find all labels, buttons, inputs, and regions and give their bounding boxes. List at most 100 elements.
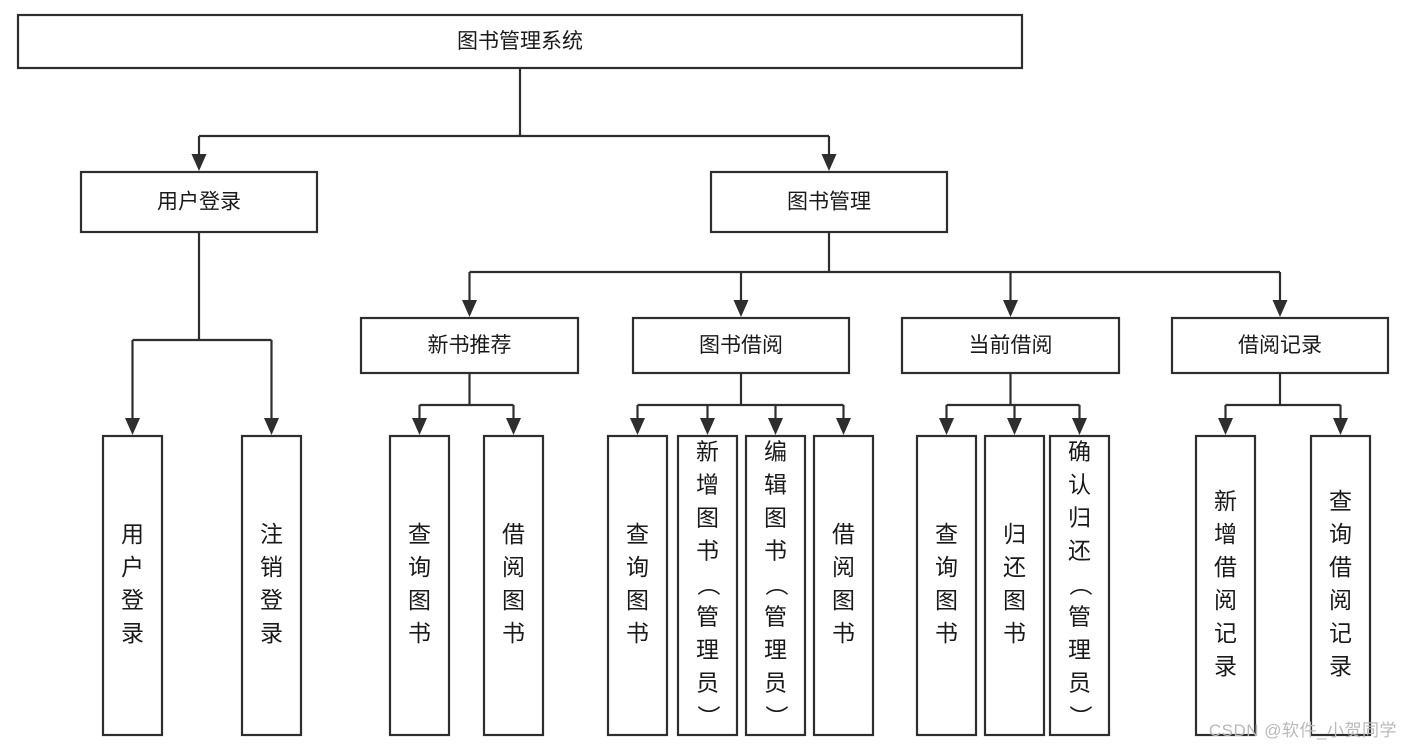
label-glyph: 销 (260, 554, 283, 580)
label-glyph: 借 (1329, 554, 1352, 580)
node-user-login-do[interactable]: 用户登录 (101, 434, 164, 737)
label-glyph: 书 (502, 620, 525, 646)
connector-nbr-to-leaves (412, 373, 521, 435)
label-glyph: 管 (696, 604, 719, 630)
label-glyph: 理 (696, 637, 719, 663)
label-glyph: 询 (1329, 521, 1352, 547)
node-box-book-borrow (631, 316, 851, 375)
node-box-user-login (79, 170, 319, 234)
arrow-head-icon (630, 418, 645, 435)
label-glyph: 用 (121, 521, 144, 547)
label-glyph: 书 (696, 538, 719, 564)
label-glyph: 查 (408, 521, 431, 547)
node-box-user-login-do (101, 434, 164, 737)
label-glyph: 归 (1068, 505, 1091, 531)
label-glyph: 图 (935, 587, 958, 613)
label-glyph: 记 (1329, 620, 1352, 646)
arrow-head-icon (191, 154, 207, 171)
arrow-head-icon (506, 418, 521, 435)
label-glyph: 图 (626, 587, 649, 613)
arrow-head-icon (1272, 300, 1288, 317)
label-glyph: 询 (935, 554, 958, 580)
label-glyph: 记 (1214, 620, 1237, 646)
label-glyph: 录 (1214, 653, 1237, 679)
node-current-borrow[interactable]: 当前借阅 (900, 316, 1121, 375)
node-borrow-record[interactable]: 借阅记录 (1170, 316, 1390, 375)
label-glyph: （ (696, 573, 722, 596)
node-book-manage[interactable]: 图书管理 (709, 170, 949, 234)
node-box-bb-edit-book (744, 434, 807, 737)
label-glyph: 借 (1214, 554, 1237, 580)
label-glyph: 辑 (764, 472, 787, 498)
connector-user-login-to-leaves (125, 232, 279, 435)
arrow-head-icon (1333, 418, 1348, 435)
label-glyph: 员 (1068, 670, 1091, 696)
label-glyph: （ (764, 573, 790, 596)
node-user-login[interactable]: 用户登录 (79, 170, 319, 234)
arrow-head-icon (821, 154, 837, 171)
node-box-cb-confirm-return (1048, 434, 1111, 737)
label-glyph: 录 (121, 620, 144, 646)
label-glyph: 阅 (1329, 587, 1352, 613)
label-glyph: 录 (1329, 653, 1352, 679)
label-glyph: 增 (1214, 521, 1237, 547)
node-label-root: 图书管理系统 (457, 30, 583, 53)
node-box-cb-return-book (983, 434, 1046, 737)
node-label-user-login: 用户登录 (157, 191, 241, 214)
node-book-borrow[interactable]: 图书借阅 (631, 316, 851, 375)
arrow-head-icon (1218, 418, 1233, 435)
connector-br-to-leaves (1218, 373, 1348, 435)
label-glyph: 登 (260, 587, 283, 613)
label-glyph: 书 (764, 538, 787, 564)
label-glyph: 增 (696, 472, 719, 498)
label-glyph: 书 (832, 620, 855, 646)
node-label-user-login-do: 用户登录 (121, 521, 144, 646)
arrow-head-icon (768, 418, 783, 435)
label-glyph: ） (1068, 705, 1094, 728)
node-label-current-borrow: 当前借阅 (969, 334, 1053, 357)
label-glyph: 书 (408, 620, 431, 646)
node-root[interactable]: 图书管理系统 (16, 13, 1024, 70)
label-glyph: 新 (1214, 488, 1237, 514)
arrow-head-icon (462, 300, 477, 317)
node-box-nbr-query-book (388, 434, 451, 737)
label-glyph: 借 (832, 521, 855, 547)
label-glyph: 归 (1003, 521, 1026, 547)
label-glyph: 注 (260, 521, 283, 547)
node-box-cb-query-book (915, 434, 978, 737)
node-box-book-manage (709, 170, 949, 234)
label-glyph: 还 (1003, 554, 1026, 580)
node-label-borrow-record: 借阅记录 (1238, 334, 1322, 357)
label-glyph: 理 (764, 637, 787, 663)
connectors-layer (125, 68, 1348, 435)
label-glyph: 图 (1003, 587, 1026, 613)
arrow-head-icon (700, 418, 715, 435)
node-box-new-book-recommend (359, 316, 580, 375)
label-glyph: 认 (1068, 472, 1091, 498)
connector-cb-to-leaves (939, 373, 1087, 435)
label-glyph: 查 (1329, 488, 1352, 514)
node-new-book-recommend[interactable]: 新书推荐 (359, 316, 580, 375)
label-glyph: 户 (121, 554, 144, 580)
label-glyph: 登 (121, 587, 144, 613)
